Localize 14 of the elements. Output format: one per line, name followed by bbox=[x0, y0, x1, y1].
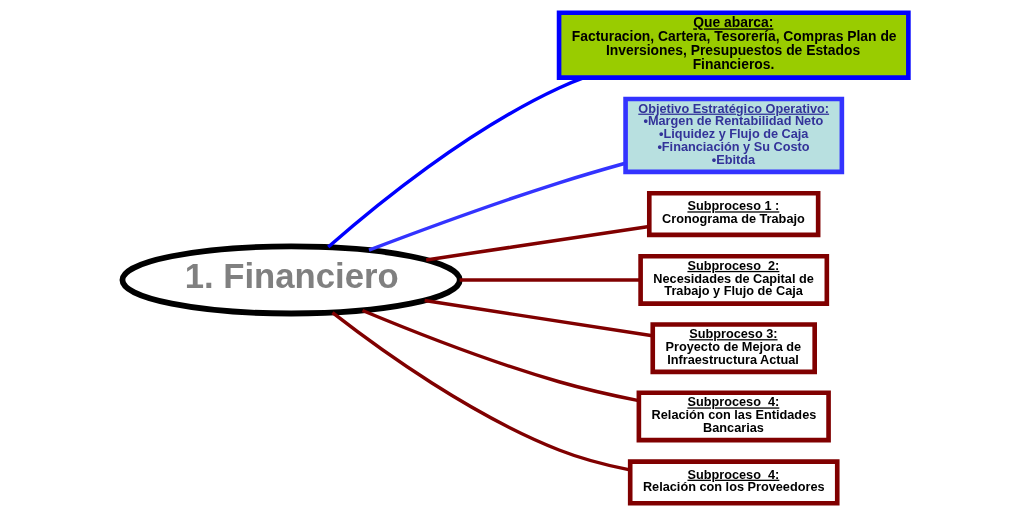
node-box: Que abarca: Facturacion, Cartera, Tesorería, Compras Plan de Inversiones, Presupuestos de Estados Financieros. bbox=[556, 10, 911, 80]
node-box: Subproceso 1 : Cronograma de Trabajo bbox=[646, 190, 821, 238]
connector bbox=[368, 161, 626, 252]
connector bbox=[425, 224, 650, 262]
connector bbox=[424, 298, 653, 338]
connector bbox=[331, 311, 631, 472]
node-box: Objetivo Estratégico Operativo: •Margen de Rentabilidad Neto •Liquidez y Flujo de Caja •Financiación y Su Costo •Ebitda bbox=[623, 96, 845, 175]
connector bbox=[459, 278, 641, 282]
node-box: Subproceso 4: Relación con los Proveedores bbox=[627, 459, 840, 506]
node-box: Subproceso 2: Necesidades de Capital de Trabajo y Flujo de Caja bbox=[638, 253, 830, 306]
node-box: Subproceso 4: Relación con las Entidades Bancarias bbox=[636, 390, 831, 443]
node-ellipse: 1. Financiero bbox=[119, 243, 463, 317]
connector bbox=[361, 308, 639, 403]
node-box: Subproceso 3: Proyecto de Mejora de Infraestructura Actual bbox=[650, 322, 817, 375]
